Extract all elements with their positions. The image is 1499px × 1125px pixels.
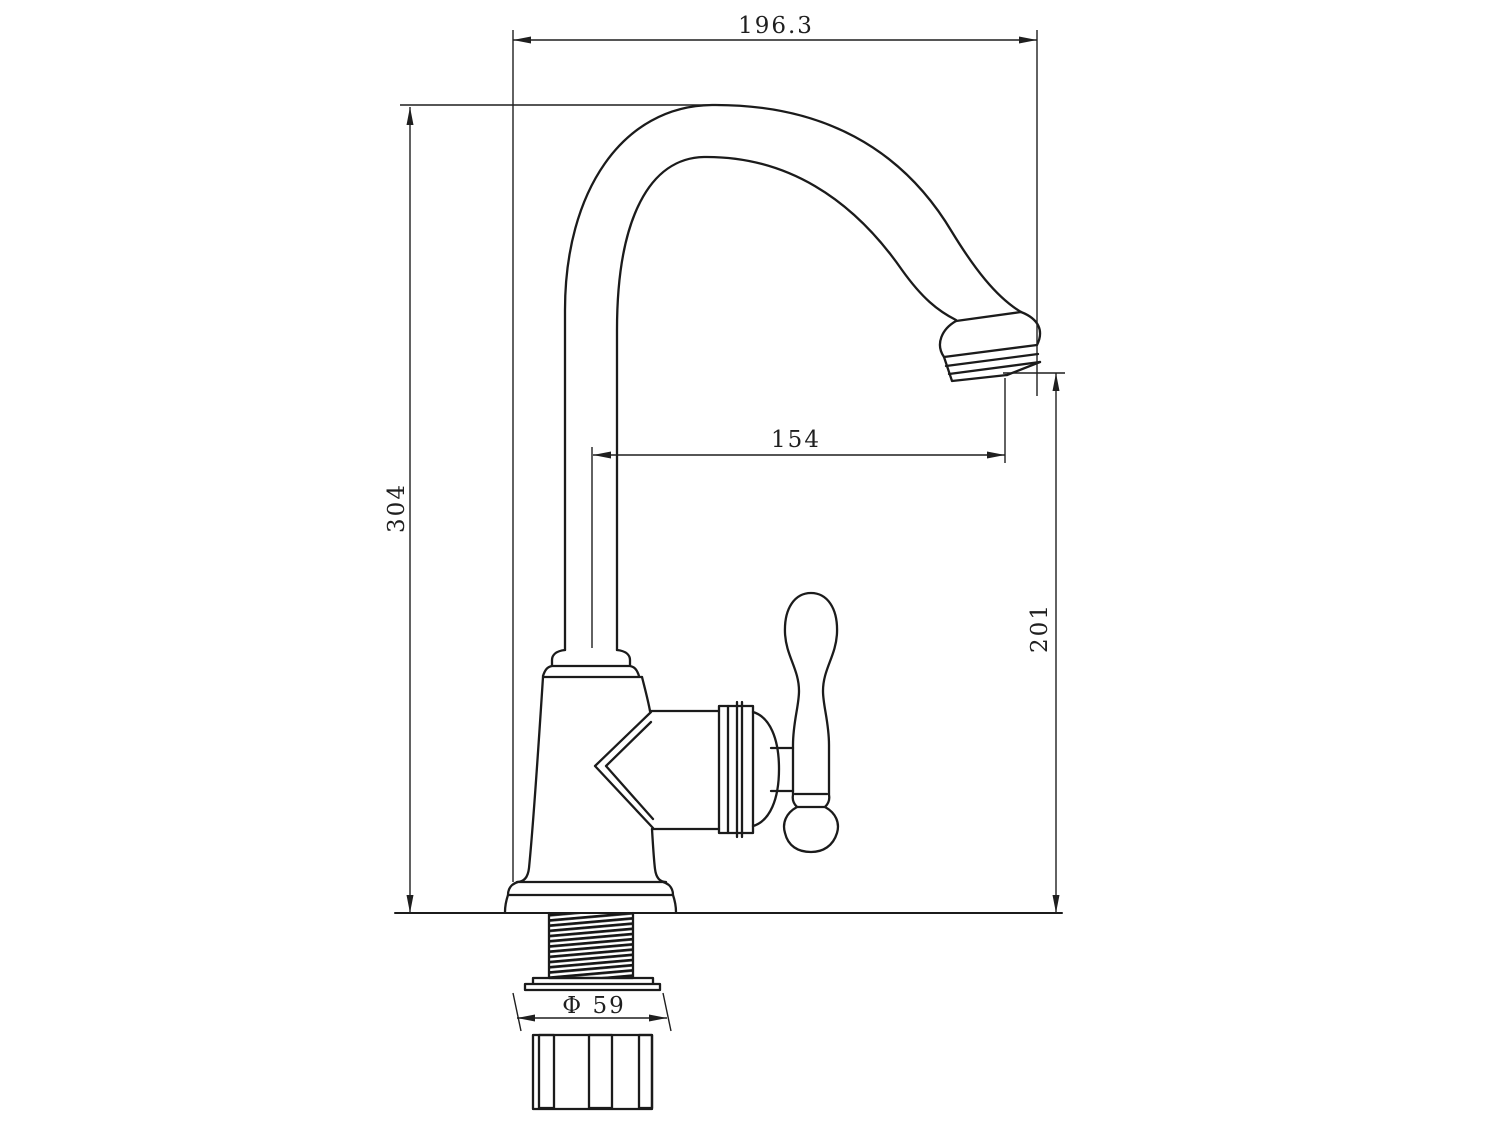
faucet-outline <box>394 103 1063 1111</box>
dimension-annotations: 196.3 304 154 201 Φ 59 <box>384 13 1065 1032</box>
aerator-bulge <box>938 310 1042 359</box>
nut-rib-left <box>537 1033 556 1110</box>
collar <box>541 648 644 679</box>
dim-label-overall-height: 304 <box>384 483 410 533</box>
aerator-rings <box>944 352 1042 376</box>
handle-lever <box>782 591 840 854</box>
dim-label-spout-reach: 154 <box>771 427 821 453</box>
dim-spout-reach-extensions <box>591 378 1006 648</box>
valve-branch <box>648 709 721 831</box>
valve-cone-inner <box>604 720 655 821</box>
handle-lever-seams <box>793 792 829 809</box>
nut-rib-right <box>637 1033 654 1110</box>
dim-base-diameter-arrows <box>517 1014 667 1022</box>
mounting-washer <box>523 976 662 992</box>
dim-overall-height: 304 <box>384 104 718 913</box>
dim-spout-reach: 154 <box>591 378 1006 648</box>
dim-overall-width: 196.3 <box>512 13 1038 882</box>
valve-cone-outer <box>593 710 655 830</box>
handle-stem <box>769 746 795 793</box>
spout-inner-curve <box>615 155 958 652</box>
dim-base-diameter-extensions <box>512 992 672 1032</box>
spout-outer-curve <box>563 103 1023 652</box>
dim-label-base-diameter: Φ 59 <box>562 993 625 1019</box>
base-flange <box>503 880 678 914</box>
nut-rib-middle <box>587 1033 614 1110</box>
dim-base-diameter: Φ 59 <box>512 992 672 1032</box>
shank-thread-texture <box>550 914 632 977</box>
aerator-neck-seam <box>954 310 1023 323</box>
dim-label-outlet-height: 201 <box>1027 603 1053 653</box>
cartridge-dome <box>751 710 781 828</box>
dim-label-overall-width: 196.3 <box>738 13 814 39</box>
dim-outlet-height: 201 <box>1003 372 1065 913</box>
body-left-edge <box>515 675 545 884</box>
dim-overall-width-extensions <box>512 30 1038 882</box>
cartridge-ring-lines <box>726 700 744 839</box>
mounting-nut <box>531 1033 654 1111</box>
body-right-edge <box>640 675 668 884</box>
